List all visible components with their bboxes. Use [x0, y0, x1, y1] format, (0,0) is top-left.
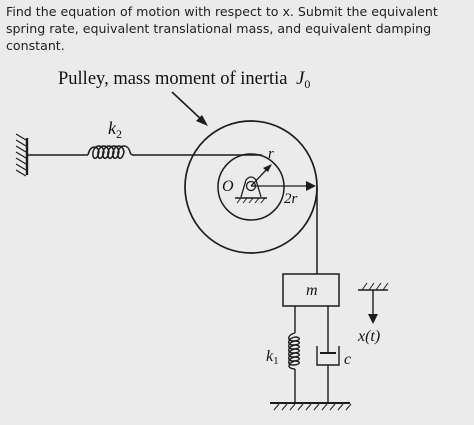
mass-block	[282, 273, 340, 307]
question-text: Find the equation of motion with respect…	[6, 4, 438, 53]
displacement-label: x(t)	[357, 328, 380, 345]
inner-radius-label: r	[268, 146, 274, 162]
inner-radius-arrow	[250, 164, 272, 187]
ground	[270, 402, 352, 411]
mass-label: m	[306, 282, 318, 299]
damper-label: c	[344, 351, 351, 368]
displacement-reference	[358, 282, 389, 324]
spring-k1-label: k1	[266, 348, 279, 367]
spring-k2-label: k2	[108, 118, 122, 141]
pulley-leader-arrow	[171, 91, 208, 126]
left-wall	[15, 133, 29, 177]
pulley-pivot-support	[235, 176, 267, 204]
outer-radius-label: 2r	[284, 191, 298, 207]
spring-k2	[27, 145, 262, 160]
pulley-title-label: Pulley, mass moment of inertia J0	[58, 69, 310, 91]
pulley-center-label: O	[222, 178, 234, 195]
spring-k1	[288, 306, 300, 403]
damper-c	[316, 306, 340, 403]
outer-radius-arrow	[251, 181, 316, 191]
pulley-inner-circle	[217, 153, 285, 221]
